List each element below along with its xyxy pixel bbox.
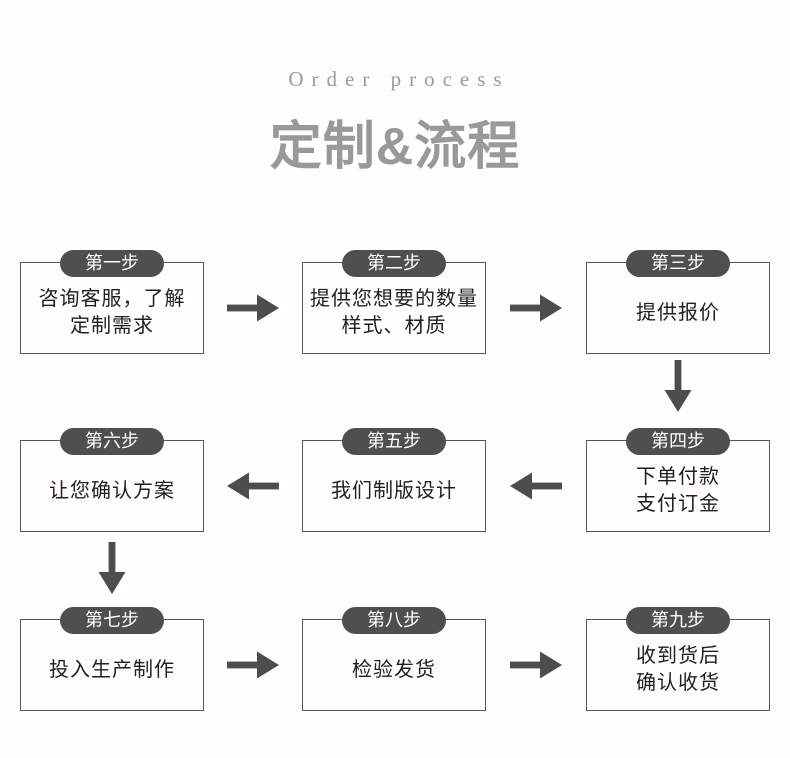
step-text-8: 检验发货 bbox=[303, 620, 485, 710]
step-box-5: 第五步 我们制版设计 bbox=[302, 428, 486, 532]
step-badge-3: 第三步 bbox=[626, 250, 730, 277]
step-line: 提供报价 bbox=[636, 301, 720, 324]
step-text-5: 我们制版设计 bbox=[303, 441, 485, 531]
step-badge-5: 第五步 bbox=[342, 428, 446, 455]
step-box-8: 第八步 检验发货 bbox=[302, 607, 486, 711]
step-box-2: 第二步 提供您想要的数量 样式、材质 bbox=[302, 250, 486, 354]
arrow-down-icon bbox=[660, 359, 696, 413]
arrow-right-icon bbox=[226, 290, 280, 326]
arrow-left-icon bbox=[509, 468, 563, 504]
step-text-2: 提供您想要的数量 样式、材质 bbox=[303, 263, 485, 353]
step-line: 检验发货 bbox=[352, 658, 436, 681]
step-text-9: 收到货后 确认收货 bbox=[587, 620, 769, 710]
step-line: 提供您想要的数量 bbox=[310, 288, 478, 310]
step-line: 我们制版设计 bbox=[331, 479, 457, 502]
subtitle-order-process: Order process bbox=[288, 67, 510, 91]
step-badge-1: 第一步 bbox=[60, 250, 164, 277]
arrow-down-icon bbox=[94, 541, 130, 595]
step-badge-6: 第六步 bbox=[60, 428, 164, 455]
step-line: 支付订金 bbox=[636, 493, 720, 515]
step-line: 咨询客服，了解 bbox=[38, 288, 186, 310]
step-line: 样式、材质 bbox=[341, 315, 447, 337]
step-box-6: 第六步 让您确认方案 bbox=[20, 428, 204, 532]
step-line: 定制需求 bbox=[70, 315, 154, 337]
step-box-3: 第三步 提供报价 bbox=[586, 250, 770, 354]
step-badge-7: 第七步 bbox=[60, 607, 164, 634]
arrow-right-icon bbox=[226, 647, 280, 683]
step-text-6: 让您确认方案 bbox=[21, 441, 203, 531]
step-box-9: 第九步 收到货后 确认收货 bbox=[586, 607, 770, 711]
step-box-4: 第四步 下单付款 支付订金 bbox=[586, 428, 770, 532]
step-text-3: 提供报价 bbox=[587, 263, 769, 353]
step-badge-9: 第九步 bbox=[626, 607, 730, 634]
step-box-7: 第七步 投入生产制作 bbox=[20, 607, 204, 711]
step-line: 投入生产制作 bbox=[49, 658, 175, 681]
step-line: 收到货后 bbox=[636, 645, 720, 667]
step-line: 下单付款 bbox=[636, 466, 720, 488]
step-text-4: 下单付款 支付订金 bbox=[587, 441, 769, 531]
step-text-1: 咨询客服，了解 定制需求 bbox=[21, 263, 203, 353]
arrow-right-icon bbox=[509, 647, 563, 683]
step-badge-8: 第八步 bbox=[342, 607, 446, 634]
step-badge-2: 第二步 bbox=[342, 250, 446, 277]
page-title: 定制&流程 bbox=[269, 118, 521, 176]
step-line: 确认收货 bbox=[636, 672, 720, 694]
arrow-left-icon bbox=[226, 468, 280, 504]
step-text-7: 投入生产制作 bbox=[21, 620, 203, 710]
step-line: 让您确认方案 bbox=[49, 479, 175, 502]
step-box-1: 第一步 咨询客服，了解 定制需求 bbox=[20, 250, 204, 354]
arrow-right-icon bbox=[509, 290, 563, 326]
step-badge-4: 第四步 bbox=[626, 428, 730, 455]
